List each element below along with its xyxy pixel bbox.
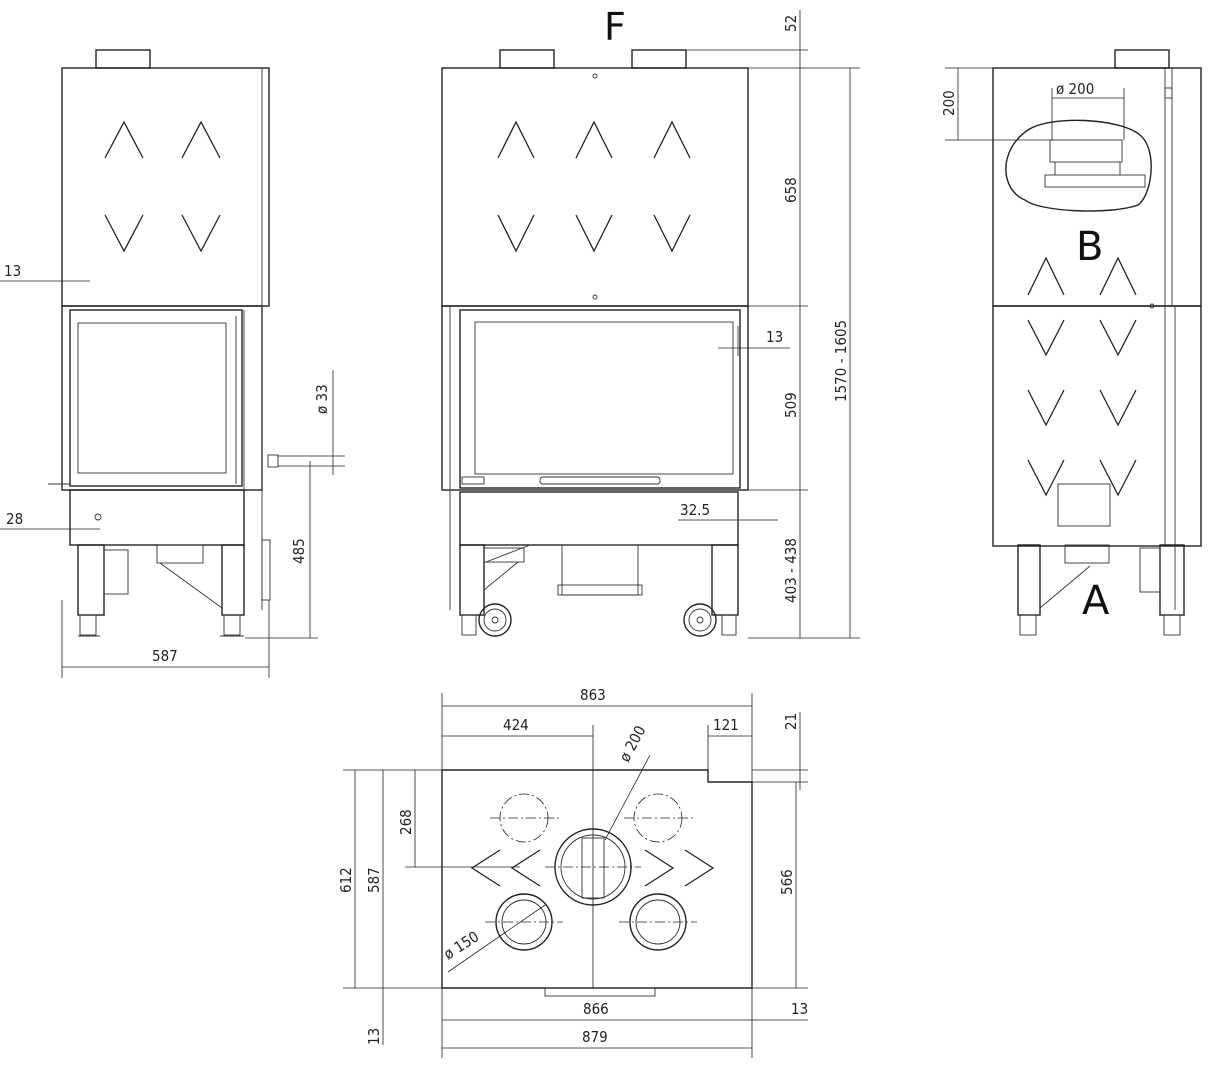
dim-side-offset-left: 13 [365,1028,383,1045]
dim-flue-diameter-side: ø 200 [1056,80,1094,98]
dim-overall-width: 863 [580,686,606,704]
dim-half-width: 424 [503,716,529,734]
plan-view: 863 424 121 21 ø 200 ø 150 612 587 268 1… [337,686,808,1058]
detail-label-b: B [1076,224,1103,270]
dim-side-offset-right: 13 [791,1000,808,1018]
dim-plinth-offset: 32.5 [680,501,710,519]
dim-total-height: 1570 - 1605 [832,320,850,402]
right-side-view: B A 200 ø 200 [940,49,1202,636]
dim-flue-height: 200 [940,90,958,116]
dim-pipe-height: 485 [290,538,308,564]
dim-depth-inner: 587 [365,867,383,893]
dim-top-spigot: 52 [782,15,800,32]
dim-corner-width: 121 [713,716,739,734]
dim-inlet-diameter: ø 150 [440,927,482,963]
dim-door-offset: 13 [766,328,783,346]
dim-flue-diameter-plan: ø 200 [616,723,650,765]
dim-offset-bottom: 28 [6,510,23,528]
view-label-f: F [604,5,626,49]
dim-total-width: 879 [582,1028,608,1046]
dim-offset-top: 13 [4,262,21,280]
dim-inlet-offset: 268 [397,809,415,835]
dim-depth-outer: 612 [337,867,355,893]
dim-pipe-diameter: ø 33 [313,384,331,414]
dim-left-width: 587 [152,647,178,665]
dim-door-height: 509 [782,392,800,418]
front-view: F [441,5,860,639]
left-side-view: 13 28 ø 33 485 587 [0,49,345,678]
dim-base-width: 866 [583,1000,609,1018]
detail-label-a: A [1082,578,1110,624]
dim-upper-section: 658 [782,177,800,203]
dim-corner-depth: 21 [782,713,800,730]
dim-base-height: 403 - 438 [782,538,800,603]
dim-depth-right: 566 [778,869,796,895]
